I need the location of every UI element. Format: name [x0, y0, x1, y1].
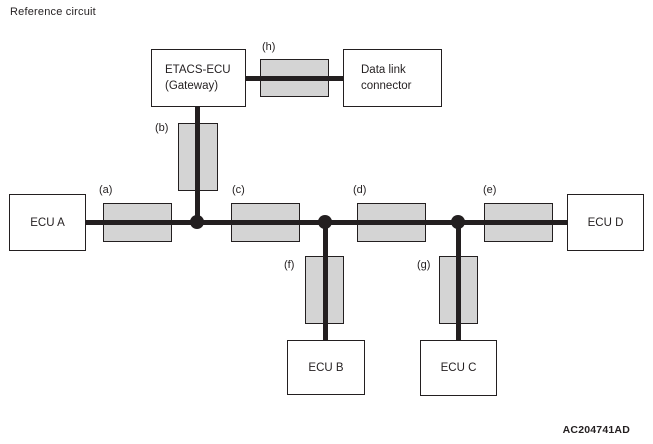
- ecu-b-label: ECU B: [308, 361, 344, 374]
- connector-label-d: (d): [353, 184, 367, 196]
- etacs-gateway-box: ETACS-ECU (Gateway): [151, 49, 246, 107]
- figure-code: AC204741AD: [562, 424, 630, 436]
- etacs-gateway-label-line2: (Gateway): [165, 80, 219, 92]
- connector-label-h: (h): [262, 41, 276, 53]
- connector-label-b: (b): [155, 122, 169, 134]
- branch-line-ecu-b: [323, 222, 328, 340]
- data-link-connector-box: Data link connector: [343, 49, 442, 107]
- connector-label-e: (e): [483, 184, 497, 196]
- branch-line-etacs: [195, 107, 200, 223]
- ecu-b-box: ECU B: [287, 340, 365, 395]
- junction-dot-ecu-c: [451, 215, 465, 229]
- data-link-connector-label-line1: Data link: [361, 64, 406, 76]
- ecu-a-box: ECU A: [9, 194, 86, 251]
- connector-label-c: (c): [232, 184, 245, 196]
- ecu-c-label: ECU C: [440, 362, 477, 374]
- link-line-datalink: [246, 76, 343, 81]
- ecu-d-label: ECU D: [587, 216, 624, 229]
- etacs-gateway-label-line1: ETACS-ECU: [165, 64, 231, 76]
- branch-line-ecu-c: [456, 222, 461, 340]
- junction-dot-etacs: [190, 215, 204, 229]
- ecu-d-box: ECU D: [567, 194, 644, 251]
- ecu-c-box: ECU C: [420, 340, 497, 396]
- ecu-a-label: ECU A: [30, 216, 65, 229]
- data-link-connector-label-line2: connector: [361, 80, 412, 92]
- connector-label-a: (a): [99, 184, 113, 196]
- junction-dot-ecu-b: [318, 215, 332, 229]
- diagram-title: Reference circuit: [10, 6, 96, 18]
- connector-label-g: (g): [417, 259, 431, 271]
- connector-label-f: (f): [284, 259, 295, 271]
